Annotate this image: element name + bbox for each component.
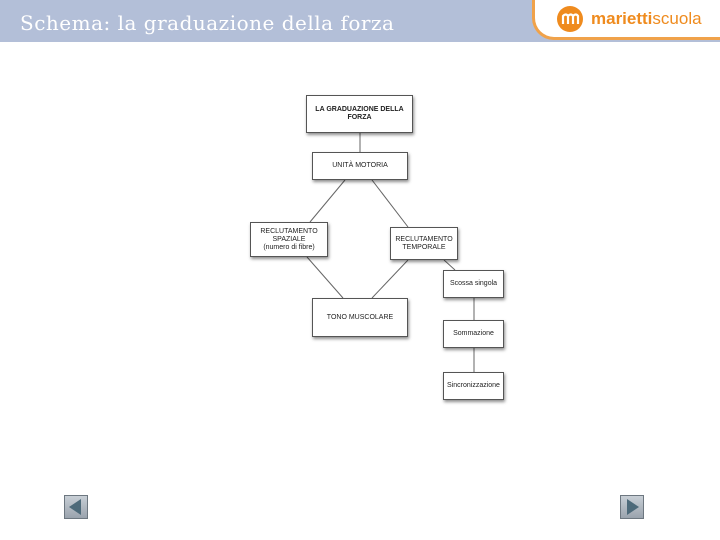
node-reclutamento-spaziale-label: RECLUTAMENTO SPAZIALE [260,227,318,243]
node-sommazione: Sommazione [443,320,504,348]
node-reclutamento-spaziale: RECLUTAMENTO SPAZIALE (numero di fibre) [250,222,328,257]
brand-name: mariettiscuola [591,9,702,29]
connector-unita-spaziale [309,179,346,223]
node-tono-muscolare: TONO MUSCOLARE [312,298,408,337]
node-unita-motoria-label: UNITÀ MOTORIA [332,162,388,169]
node-sincronizzazione: Sincronizzazione [443,372,504,400]
brand-logo: mariettiscuola [532,0,720,40]
brand-name-bold: marietti [591,9,653,28]
node-sommazione-label: Sommazione [453,330,494,337]
page-title: Schema: la graduazione della forza [20,11,395,35]
node-graduazione-forza-label: LA GRADUAZIONE DELLA FORZA [315,106,404,121]
node-tono-muscolare-label: TONO MUSCOLARE [326,313,394,321]
node-graduazione-forza: LA GRADUAZIONE DELLA FORZA [306,95,413,133]
triangle-right-icon [627,499,639,515]
connector-unita-temporale [371,179,409,228]
node-unita-motoria: UNITÀ MOTORIA [312,152,408,180]
node-reclutamento-temporale-label: RECLUTAMENTO TEMPORALE [395,235,453,251]
brand-name-light: scuola [652,9,702,28]
node-scossa-singola-label: Scossa singola [449,280,498,287]
brand-mark-icon [557,6,583,32]
connector-spaziale-tono [306,256,344,299]
next-slide-button[interactable] [620,495,644,519]
node-reclutamento-spaziale-sub: (numero di fibre) [263,243,315,251]
header-bar: Schema: la graduazione della forza marie… [0,0,720,42]
connector-temporale-scossa [443,259,456,271]
triangle-left-icon [69,499,81,515]
prev-slide-button[interactable] [64,495,88,519]
node-scossa-singola: Scossa singola [443,270,504,298]
node-reclutamento-temporale: RECLUTAMENTO TEMPORALE [390,227,458,260]
connector-temporale-tono [371,259,409,299]
node-sincronizzazione-label: Sincronizzazione [447,382,500,389]
